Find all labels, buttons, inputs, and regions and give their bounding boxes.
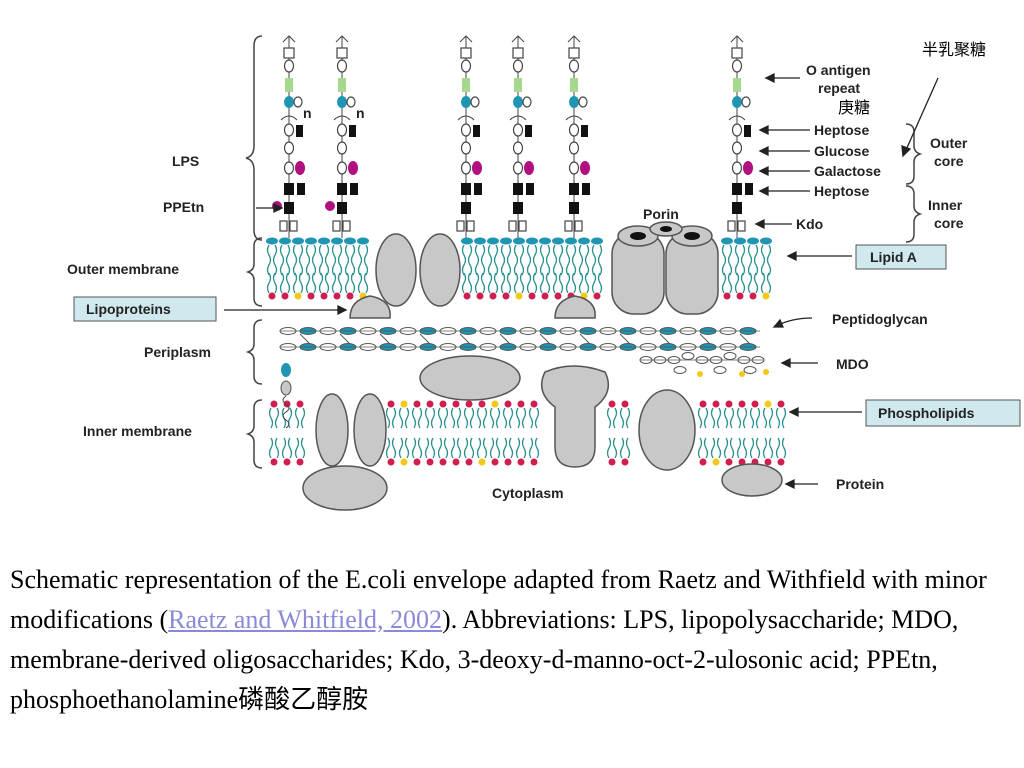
lps-chain — [564, 35, 591, 239]
lps-chain — [332, 35, 359, 239]
inner-membrane-protein — [353, 393, 387, 467]
inner-membrane-label: Inner membrane — [83, 423, 192, 439]
caption-text-1: Schematic representation of the E.coli e… — [10, 565, 987, 634]
cytoplasmic-protein — [302, 465, 388, 511]
cytoplasmic-protein — [721, 463, 783, 497]
phospholipids-label: Phospholipids — [878, 405, 975, 421]
mdo-label: MDO — [836, 356, 869, 372]
outer-core-label-2: core — [934, 153, 964, 169]
ppetn-label: PPEtn — [163, 199, 204, 215]
outer-membrane-protein — [375, 233, 417, 307]
inner-membrane-protein — [315, 393, 349, 467]
lipoproteins-label: Lipoproteins — [86, 301, 171, 317]
membrane-proteins — [280, 221, 783, 511]
cn-heptose-label: 庚糖 — [838, 98, 870, 117]
inner-membrane-protein — [638, 389, 696, 471]
inner-core-label: Inner — [928, 197, 963, 213]
anchored-protein — [280, 363, 292, 429]
peptidoglycan-layer — [279, 327, 760, 351]
lps-label: LPS — [172, 153, 199, 169]
lps-chain — [727, 35, 754, 239]
cn-galactose-label: 半乳聚糖 — [922, 40, 986, 59]
figure-caption: Schematic representation of the E.coli e… — [10, 560, 1015, 720]
outer-membrane-label: Outer membrane — [67, 261, 179, 277]
citation-link[interactable]: Raetz and Whitfield, 2002 — [168, 605, 443, 634]
lps-chain — [279, 35, 306, 239]
ppetn-marker — [325, 201, 335, 211]
inner-core-label-2: core — [934, 215, 964, 231]
outer-membrane-bilayer — [266, 237, 772, 300]
e-coli-envelope-diagram: n n — [67, 35, 1021, 511]
lps-chain-group — [272, 35, 754, 239]
lps-chain — [456, 35, 483, 239]
galactose-label: Galactose — [814, 163, 881, 179]
kdo-label: Kdo — [796, 216, 823, 232]
repeat-n-label: n — [356, 105, 365, 121]
lps-chain — [508, 35, 535, 239]
repeat-n-label: n — [303, 105, 312, 121]
lipoproteins-box — [73, 296, 217, 322]
porin-label: Porin — [643, 206, 679, 222]
heptose-outer-label: Heptose — [814, 122, 869, 138]
right-braces — [905, 123, 923, 243]
inner-membrane-protein — [540, 365, 610, 468]
cytoplasm-label: Cytoplasm — [492, 485, 564, 501]
periplasmic-protein — [419, 355, 521, 401]
heptose-inner-label: Heptose — [814, 183, 869, 199]
outer-membrane-protein — [419, 233, 461, 307]
o-antigen-repeat-label: repeat — [818, 80, 860, 96]
o-antigen-label: O antigen — [806, 62, 871, 78]
porin — [611, 221, 719, 315]
outer-core-label: Outer — [930, 135, 968, 151]
glucose-label: Glucose — [814, 143, 869, 159]
lipoprotein — [349, 295, 391, 319]
mdo-cluster — [639, 352, 769, 377]
inner-membrane-bilayer — [268, 400, 787, 466]
periplasm-label: Periplasm — [144, 344, 211, 360]
label-arrows — [224, 72, 939, 490]
phospholipids-box — [865, 399, 1021, 427]
lipoprotein — [554, 295, 596, 319]
left-braces — [245, 35, 263, 469]
protein-label: Protein — [836, 476, 884, 492]
lipid-a-label: Lipid A — [870, 249, 917, 265]
lipid-a-box — [855, 244, 947, 270]
caption-text-2: ). Abbreviations: LPS, lipopolysaccharid… — [10, 605, 959, 714]
peptidoglycan-label: Peptidoglycan — [832, 311, 928, 327]
